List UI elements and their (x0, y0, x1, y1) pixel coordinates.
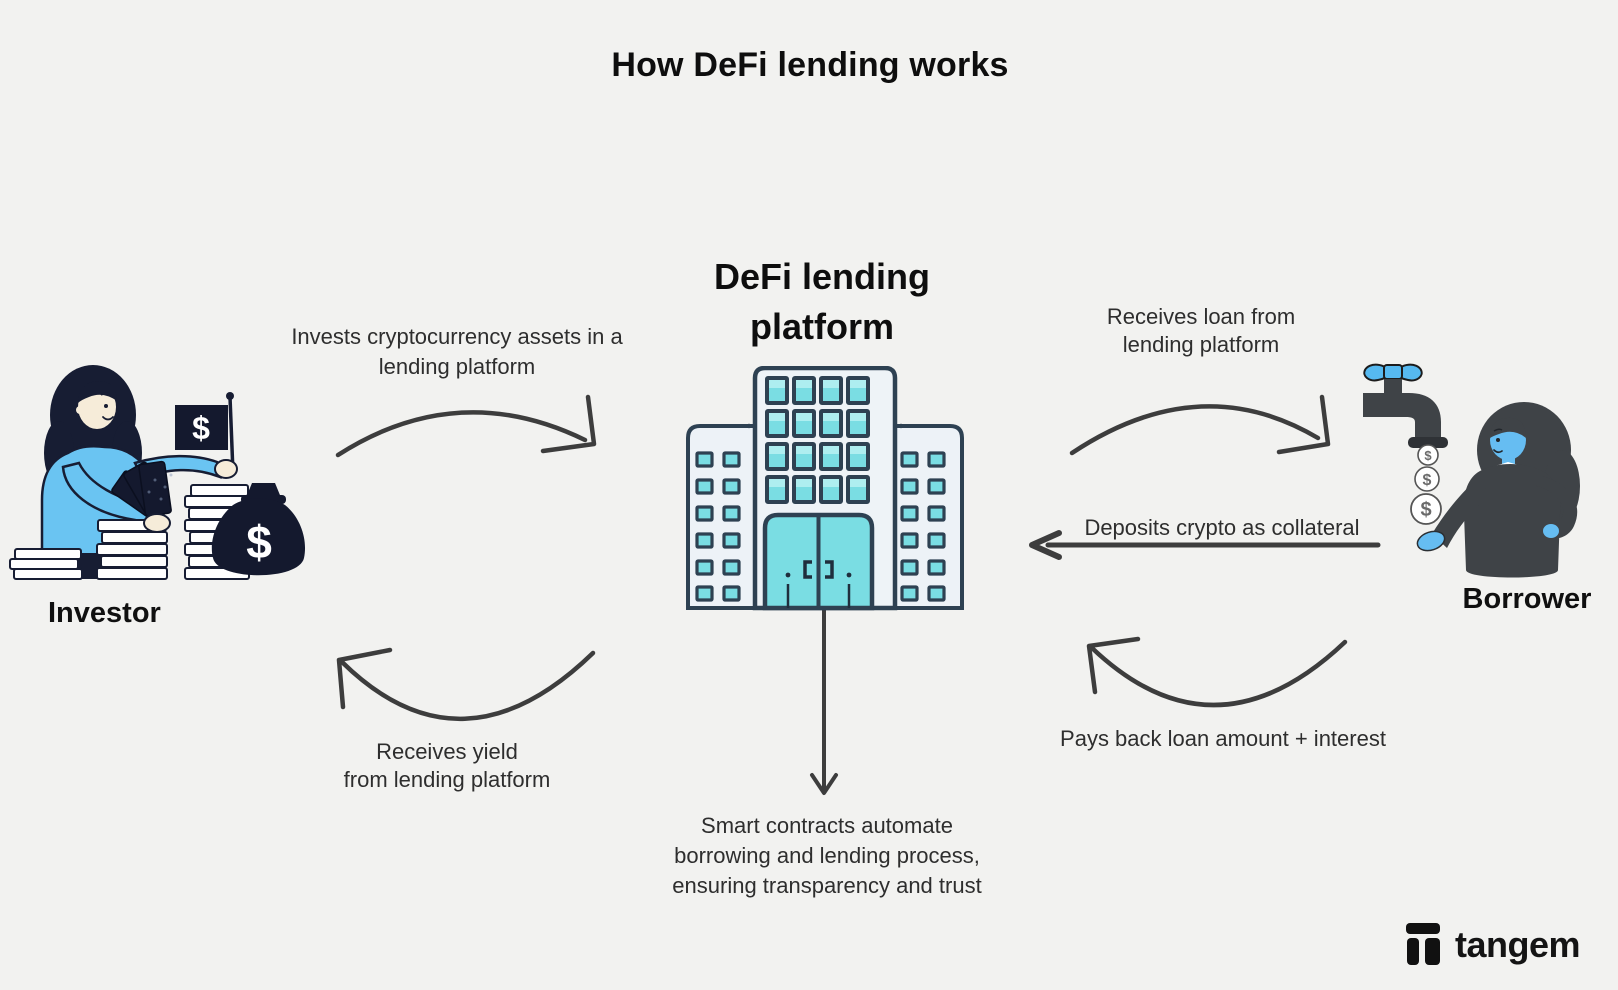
smart-contracts-label: Smart contracts automate borrowing and l… (672, 811, 981, 901)
flow-pay-back-label: Pays back loan amount + interest (1060, 726, 1386, 751)
borrower-face (1490, 417, 1526, 460)
borrower-arm-extended (1416, 478, 1490, 552)
borrower-neck (1502, 456, 1515, 467)
svg-text:$: $ (246, 516, 272, 568)
bank-building-icon (686, 366, 964, 611)
investor-illustration: $ (9, 365, 306, 580)
tangem-logo-text: tangem (1455, 924, 1581, 965)
smart-contracts-line1: Smart contracts automate (701, 813, 953, 838)
banknote-fan (111, 460, 173, 533)
investor-hand-pole (214, 459, 238, 479)
building-door (762, 512, 875, 611)
pay-back-arrow (1086, 636, 1348, 708)
platform-heading-line2: platform (750, 306, 894, 347)
flow-invest-line1: Invests cryptocurrency assets in a (291, 324, 623, 349)
dollar-coin-icon: $ (1410, 493, 1442, 525)
flow-receive-yield-label: Receives yield from lending platform (344, 738, 551, 794)
flow-deposit-collateral-label: Deposits crypto as collateral (1084, 515, 1360, 540)
investor-label: Investor (48, 597, 161, 629)
borrower-illustration (1416, 402, 1580, 578)
faucet-icon: $ $ $ (1363, 363, 1448, 525)
money-stack-left (9, 548, 83, 580)
platform-heading: DeFi lending platform (714, 252, 930, 352)
flow-invest-line2: lending platform (378, 354, 536, 379)
receive-loan-arrow (1069, 394, 1331, 456)
faucet-stem (1384, 379, 1402, 395)
flow-receive-yield-line1: Receives yield (376, 739, 518, 764)
tangem-logo-icon (1406, 923, 1440, 965)
money-bag-icon: $ (211, 483, 306, 576)
dollar-coin-icon: $ (1417, 444, 1439, 466)
building-center-windows (765, 376, 870, 504)
svg-text:$: $ (1420, 499, 1431, 521)
dollar-coin-icon: $ (1414, 466, 1440, 492)
borrower-label: Borrower (1462, 583, 1592, 615)
smart-contracts-line2: borrowing and lending process, (674, 843, 980, 868)
investor-face (76, 381, 117, 429)
flow-receive-loan-label: Receives loan from lending platform (1107, 303, 1295, 359)
svg-text:$: $ (1424, 448, 1432, 463)
tangem-logo: tangem (1405, 922, 1581, 968)
flow-receive-loan-line1: Receives loan from (1106, 304, 1296, 329)
smart-contracts-line3: ensuring transparency and trust (672, 873, 982, 898)
platform-heading-line1: DeFi lending (714, 256, 930, 297)
faucet-pipe (1363, 393, 1441, 439)
borrower-arm-hip (1536, 476, 1578, 539)
smart-contracts-arrow (810, 608, 838, 795)
flow-receive-yield-line2: from lending platform (343, 767, 551, 792)
flow-receive-loan-line2: lending platform (1122, 332, 1280, 357)
invest-arrow (335, 394, 597, 458)
flow-invest-label: Invests cryptocurrency assets in a lendi… (291, 322, 622, 382)
svg-text:$: $ (192, 410, 210, 446)
receive-yield-arrow (336, 647, 596, 721)
building-side-windows (695, 451, 946, 602)
dripping-coins: $ $ $ (1410, 444, 1442, 525)
dollar-flag-icon: $ (175, 392, 235, 474)
faucet-spout (1408, 437, 1448, 448)
faucet-handle (1363, 363, 1423, 382)
page-title: How DeFi lending works (611, 46, 1009, 84)
svg-text:$: $ (1423, 472, 1432, 489)
